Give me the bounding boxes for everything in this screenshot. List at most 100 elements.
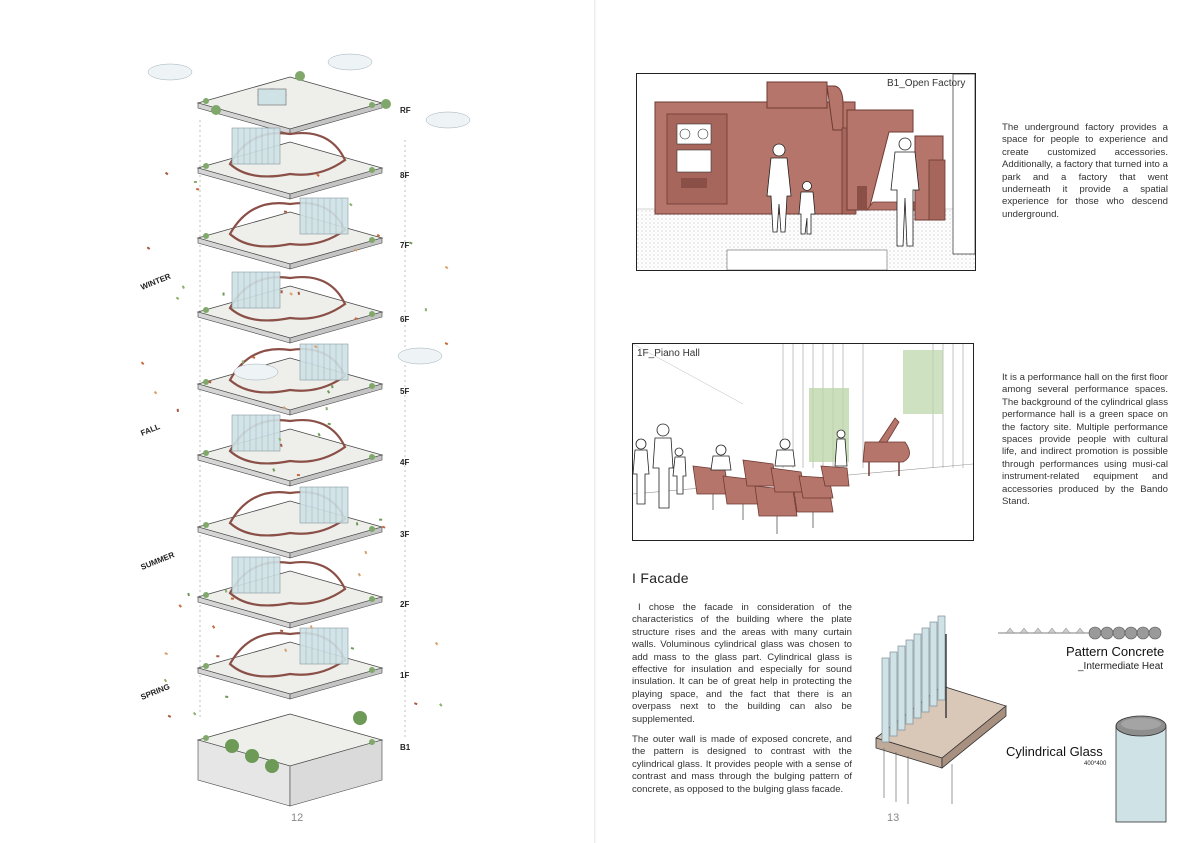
leaf-particle bbox=[222, 292, 225, 296]
floor-slab-side bbox=[289, 526, 383, 559]
planting bbox=[369, 739, 375, 745]
floor-label: 8F bbox=[400, 171, 409, 180]
leaf-particle bbox=[211, 625, 216, 629]
right-page: B1_Open Factory The underground factory … bbox=[596, 0, 1192, 843]
facade-detail-drawing bbox=[875, 615, 1007, 804]
factory-machine bbox=[654, 81, 946, 221]
floor-slab-side bbox=[289, 237, 383, 270]
leaf-particle bbox=[278, 437, 282, 442]
leaf-particle bbox=[178, 604, 182, 608]
leaf-particle bbox=[317, 432, 321, 437]
floor-slab bbox=[196, 76, 384, 130]
leaf-particle bbox=[146, 246, 151, 250]
base-tree bbox=[225, 739, 239, 753]
leaf-particle bbox=[354, 248, 358, 252]
cloud bbox=[425, 111, 471, 129]
floor-label: RF bbox=[400, 106, 411, 115]
piano-hall-scene: 1F_Piano Hall bbox=[633, 344, 973, 534]
exploded-axonometric-drawing: RF8F7F6F5F4F3F2F1FB1WINTERFALLSUMMERSPRI… bbox=[139, 53, 471, 807]
floor-slab-side bbox=[289, 596, 383, 629]
floor-slab bbox=[196, 570, 384, 624]
floor-slab bbox=[196, 428, 384, 482]
cylindrical-glass-swatch bbox=[1115, 715, 1167, 823]
planting bbox=[369, 526, 375, 532]
floor-label: 3F bbox=[400, 530, 409, 539]
leaf-particle bbox=[349, 202, 353, 207]
floor-label: 6F bbox=[400, 315, 409, 324]
base-tree bbox=[265, 759, 279, 773]
leaf-particle bbox=[176, 408, 179, 412]
floor-slab-side bbox=[289, 454, 383, 487]
leaf-particle bbox=[225, 695, 229, 699]
panel1-description: The underground factory provides a space… bbox=[1002, 122, 1168, 220]
planting bbox=[203, 735, 209, 741]
season-label: SPRING bbox=[139, 682, 171, 702]
leaf-particle bbox=[297, 291, 301, 295]
leaf-particle bbox=[309, 625, 313, 629]
season-label: SUMMER bbox=[139, 550, 176, 572]
leaf-particle bbox=[192, 711, 197, 716]
planting bbox=[203, 233, 209, 239]
floor-slab bbox=[196, 357, 384, 411]
audience-chairs bbox=[692, 459, 850, 517]
leaf-particle bbox=[376, 233, 381, 238]
leaf-particle bbox=[282, 406, 287, 410]
green-backdrop-2 bbox=[903, 350, 943, 414]
leaf-particle bbox=[175, 296, 180, 301]
leaf-particle bbox=[357, 572, 361, 577]
cloud bbox=[233, 363, 279, 381]
leaf-particle bbox=[444, 265, 449, 270]
page-number-left: 12 bbox=[291, 812, 304, 824]
season-label: WINTER bbox=[139, 272, 172, 292]
planting bbox=[369, 311, 375, 317]
leaf-particle bbox=[326, 390, 331, 394]
facade-heading: I Facade bbox=[632, 570, 689, 586]
page-number-right: 13 bbox=[887, 812, 900, 824]
leaf-particle bbox=[187, 592, 191, 597]
floor-slab-side bbox=[289, 667, 383, 700]
cylindrical-glass-title: Cylindrical Glass bbox=[1006, 744, 1103, 759]
roof-tree bbox=[211, 105, 221, 115]
floor-slab-side bbox=[289, 739, 383, 807]
leaf-particle bbox=[153, 390, 158, 395]
planting bbox=[369, 454, 375, 460]
planting bbox=[203, 663, 209, 669]
leaf-particle bbox=[316, 173, 320, 177]
leaf-particle bbox=[164, 171, 169, 176]
leaf-particle bbox=[208, 380, 212, 384]
planting bbox=[203, 450, 209, 456]
floor-label: 7F bbox=[400, 241, 409, 250]
planting bbox=[203, 522, 209, 528]
roof-tree bbox=[381, 99, 391, 109]
leaf-particle bbox=[230, 597, 235, 600]
base-tree bbox=[245, 749, 259, 763]
audience-figures bbox=[633, 423, 848, 509]
planting bbox=[203, 379, 209, 385]
leaf-particle bbox=[272, 468, 276, 472]
leaf-particle bbox=[193, 180, 197, 184]
piano-hall-illustration: 1F_Piano Hall bbox=[632, 343, 974, 541]
floor-label: 5F bbox=[400, 387, 409, 396]
pattern-concrete-subtitle: _Intermediate Heat bbox=[1078, 661, 1164, 672]
planting bbox=[369, 383, 375, 389]
grand-piano bbox=[862, 417, 910, 476]
floor-label: 1F bbox=[400, 671, 409, 680]
pattern-concrete-title: Pattern Concrete bbox=[1066, 644, 1165, 659]
open-factory-illustration: B1_Open Factory bbox=[636, 73, 976, 271]
leaf-particle bbox=[289, 292, 293, 296]
floor-slab bbox=[196, 500, 384, 554]
cloud bbox=[327, 53, 373, 71]
leaf-particle bbox=[434, 641, 439, 646]
floor-slab-side bbox=[289, 167, 383, 200]
leaf-particle bbox=[181, 285, 185, 289]
leaf-particle bbox=[444, 341, 449, 346]
leaf-particle bbox=[364, 550, 368, 555]
leaf-particle bbox=[424, 308, 427, 312]
floor-slab-side bbox=[289, 102, 383, 135]
floor-label: 2F bbox=[400, 600, 409, 609]
leaf-particle bbox=[327, 422, 331, 426]
leaf-particle bbox=[381, 525, 386, 529]
leaf-particle bbox=[354, 317, 358, 320]
leaf-particle bbox=[279, 629, 284, 633]
